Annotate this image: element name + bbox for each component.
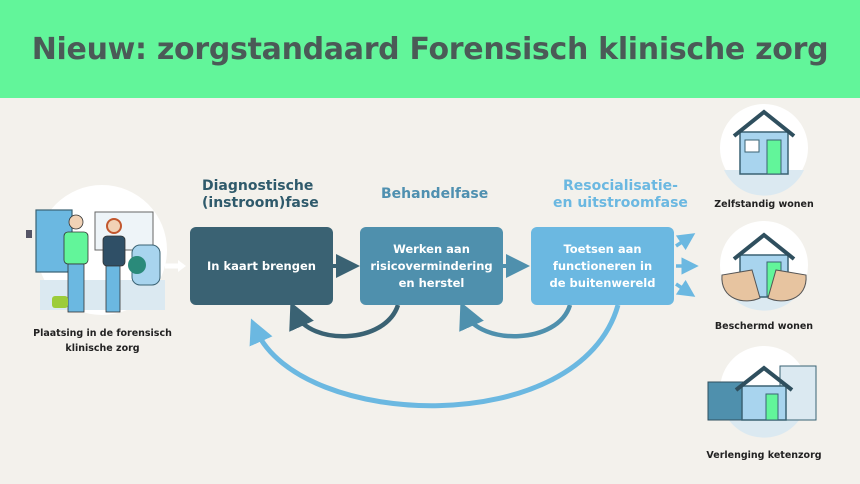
phase-box-behandel: Werken aan risicovermindering en herstel bbox=[360, 227, 503, 305]
outcome-label-ketenzorg: Verlenging ketenzorg bbox=[706, 450, 822, 461]
feedback-arrow-3 bbox=[249, 304, 621, 409]
box-text: In kaart brengen bbox=[207, 258, 316, 273]
outflow-arrows bbox=[675, 233, 699, 297]
page-title: Nieuw: zorgstandaard Forensisch klinisch… bbox=[31, 31, 829, 67]
phase-box-resocialisatie: Toetsen aan functioneren in de buitenwer… bbox=[531, 227, 674, 305]
feedback-arrow-1 bbox=[289, 301, 401, 339]
box-text: en herstel bbox=[398, 275, 465, 290]
box-text: Toetsen aan bbox=[563, 241, 642, 256]
header-banner: Nieuw: zorgstandaard Forensisch klinisch… bbox=[0, 0, 860, 98]
outcome-label-zelfstandig: Zelfstandig wonen bbox=[714, 199, 814, 210]
placement-illustration bbox=[26, 185, 186, 315]
caption-line: Plaatsing in de forensisch bbox=[33, 328, 172, 339]
heading-line: Resocialisatie- bbox=[562, 178, 678, 194]
outcome-label-beschermd: Beschermd wonen bbox=[714, 321, 814, 332]
phase-box-diagnostisch: In kaart brengen bbox=[190, 227, 333, 305]
phase-heading-behandel: Behandelfase bbox=[381, 186, 488, 203]
heading-line: (instroom)fase bbox=[202, 195, 319, 211]
heading-line: en uitstroomfase bbox=[553, 195, 688, 211]
heading-line: Diagnostische bbox=[202, 178, 314, 194]
house-icon bbox=[720, 104, 808, 196]
caption-line: klinische zorg bbox=[65, 343, 140, 354]
phase-heading-resocialisatie: Resocialisatie- en uitstroomfase bbox=[553, 178, 688, 212]
buildings-icon bbox=[707, 346, 817, 438]
feedback-arrow-2 bbox=[459, 301, 573, 339]
box-text: Werken aan bbox=[393, 241, 470, 256]
heading-line: Behandelfase bbox=[381, 186, 489, 202]
placement-caption: Plaatsing in de forensisch klinische zor… bbox=[20, 326, 185, 356]
house-hands-icon bbox=[720, 221, 808, 311]
box-text: de buitenwereld bbox=[549, 275, 656, 290]
phase-heading-diagnostisch: Diagnostische (instroom)fase bbox=[202, 178, 319, 212]
box-text: risicovermindering bbox=[370, 258, 493, 273]
box-text: functioneren in bbox=[552, 258, 653, 273]
